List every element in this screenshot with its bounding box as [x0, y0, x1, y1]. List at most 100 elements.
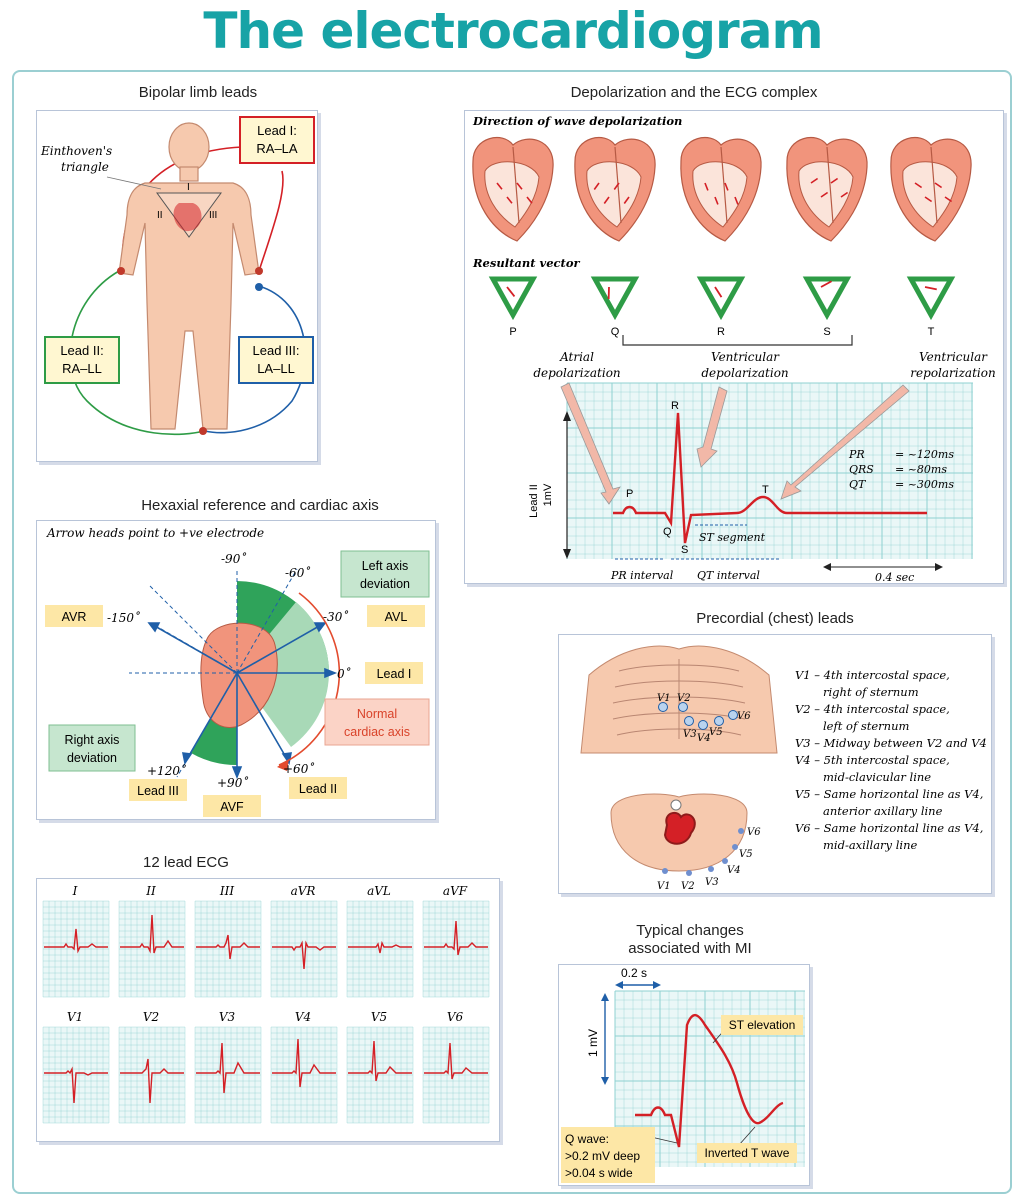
bipolar-diagram: I II III Einthoven's triangle Lead I: RA…: [40, 116, 315, 436]
lead-label: III: [219, 884, 234, 898]
sec-arrow-right: [935, 563, 943, 571]
electrode-label: V3: [683, 729, 697, 740]
lead1-sub: RA–LA: [256, 141, 298, 156]
lead2-hex-box: Lead II: [289, 777, 347, 799]
angle-0: 0˚: [337, 666, 351, 681]
ecg-trace: [272, 940, 336, 970]
mv-scale-arrow-down: [563, 549, 571, 559]
mi-diagram: 0.2 s 1 mV ST elevation Q wave: >0.2 mV …: [561, 966, 805, 1183]
pr-value: = ~120ms: [895, 448, 954, 461]
einthoven-label-2: triangle: [61, 160, 109, 174]
ecg-trace: [44, 1066, 108, 1104]
lead2-hex-label: Lead II: [299, 782, 337, 796]
electrode-dot: [728, 710, 738, 720]
r-wave-label: R: [671, 400, 679, 412]
st-elevation-label: ST elevation: [729, 1018, 796, 1032]
body-figure: [118, 122, 260, 430]
lead-strip: V3: [194, 1010, 262, 1124]
pr-interval-label: PR interval: [610, 569, 674, 582]
ecg-trace: [613, 412, 927, 544]
p-wave-label: P: [626, 488, 633, 500]
heart-icon: [574, 136, 656, 242]
lead-label: aVR: [291, 884, 316, 898]
lead2-sub: RA–LL: [62, 361, 102, 376]
avf-label: AVF: [220, 800, 244, 814]
s-wave-label: S: [681, 544, 688, 556]
ecg-trace: [348, 1040, 412, 1082]
ecg-trace: [120, 914, 184, 954]
lead-strip: aVL: [346, 884, 414, 998]
electrode-dot: [686, 870, 692, 876]
normal-axis-label-1: Normal: [357, 707, 397, 721]
qrs-bracket: [622, 335, 853, 346]
outer-frame: [12, 70, 1012, 1194]
ecg-trace: [348, 940, 412, 954]
right-axis-label-2: deviation: [67, 751, 117, 765]
electrode-label: V2: [677, 693, 691, 704]
ll-electrode: [199, 427, 207, 435]
vent-repol-label-2: repolarization: [910, 366, 995, 380]
lead1-wire-la: [258, 170, 284, 272]
heart-cross-section: [663, 811, 696, 845]
grid-background: [567, 383, 973, 559]
electrode-label: V4: [697, 733, 711, 744]
electrode-label: V4: [727, 865, 741, 876]
lead-strip: aVF: [422, 884, 490, 998]
lead-label: V1: [67, 1010, 83, 1024]
electrode-label: V1: [657, 693, 671, 704]
direction-label: Direction of wave depolarization: [472, 114, 682, 128]
inverted-t-label: Inverted T wave: [705, 1146, 790, 1160]
lead-strip: aVR: [270, 884, 338, 998]
lead-label: V5: [371, 1010, 387, 1024]
electrode-dot: [698, 720, 708, 730]
angle-m150: -150˚: [107, 610, 140, 625]
hexaxial-subtitle: Arrow heads point to +ve electrode: [46, 526, 264, 540]
qt-value: = ~300ms: [895, 478, 954, 491]
resultant-vector-icon: [488, 276, 538, 321]
precordial-line: mid-clavicular line: [823, 770, 931, 784]
ra-electrode: [117, 267, 125, 275]
pr-label: PR: [848, 448, 865, 461]
la-electrode: [255, 267, 263, 275]
annotation-arrows: [560, 382, 910, 505]
lead-label: I: [72, 884, 78, 898]
electrode-label: V3: [705, 877, 719, 888]
electrode-dot: [738, 828, 744, 834]
lead3-hex-box: Lead III: [129, 779, 187, 801]
einthoven-label-1: Einthoven's: [40, 144, 112, 158]
lead-ii-label: Lead II: [528, 484, 540, 518]
lead1-box: Lead I: RA–LA: [239, 116, 315, 164]
electrode-dot: [732, 844, 738, 850]
mi-time-arrow-r: [653, 981, 661, 989]
vent-depol-label-2: depolarization: [701, 366, 788, 380]
lead3-sub: LA–LL: [257, 361, 295, 376]
qrs-label: QRS: [849, 463, 874, 476]
mi-panel: 0.2 s 1 mV ST elevation Q wave: >0.2 mV …: [558, 964, 810, 1186]
depol-title: Depolarization and the ECG complex: [570, 84, 818, 101]
left-axis-label-1: Left axis: [362, 559, 409, 573]
precordial-line: V2 – 4th intercostal space,: [795, 702, 950, 716]
qt-label: QT: [849, 478, 867, 491]
mv-scale-arrow-up: [563, 411, 571, 421]
electrode-dot: [662, 868, 668, 874]
depol-panel: Direction of wave depolarization Resulta…: [464, 110, 1004, 584]
precordial-line: right of sternum: [823, 685, 919, 699]
resultant-vector-icon: [590, 276, 640, 321]
electrode-label: V5: [739, 849, 753, 860]
normal-axis-box: Normal cardiac axis: [324, 698, 430, 746]
sec-arrow-left: [823, 563, 831, 571]
heart-icon: [173, 203, 202, 232]
precordial-line: V1 – 4th intercostal space,: [795, 668, 950, 682]
resultant-label: Resultant vector: [472, 256, 581, 270]
lead-strip: V1: [42, 1010, 110, 1124]
qrs-value: = ~80ms: [895, 463, 947, 476]
vector-label: Q: [611, 326, 620, 338]
avf-box: AVF: [203, 795, 261, 817]
atrial-label-1: Atrial: [559, 350, 594, 364]
atrial-label-2: depolarization: [533, 366, 620, 380]
angle-m30: -30˚: [323, 609, 348, 624]
avl-box: AVL: [367, 605, 425, 627]
